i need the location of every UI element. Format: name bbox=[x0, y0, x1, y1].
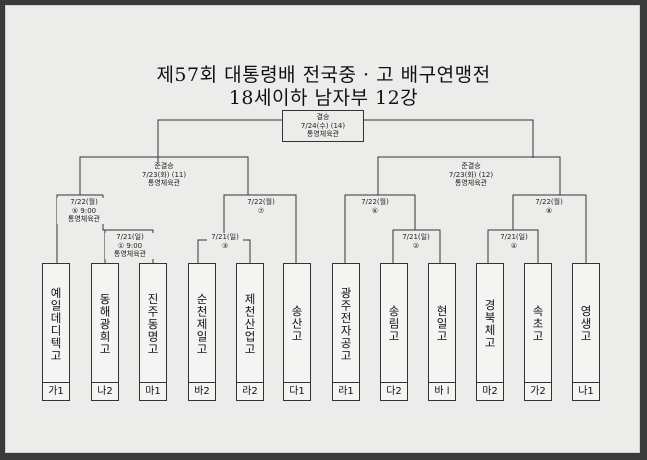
team-name: 진주동명고 bbox=[146, 292, 160, 356]
team-code: 라2 bbox=[237, 382, 263, 400]
team-box: 순천제일고 바2 bbox=[188, 263, 216, 401]
team-name: 예일데디텍고 bbox=[49, 286, 63, 362]
team-code: 나2 bbox=[92, 382, 118, 400]
team-name: 동해광희고 bbox=[98, 292, 112, 356]
team-code: 나1 bbox=[573, 382, 599, 400]
team-box: 송산고 다1 bbox=[283, 263, 311, 401]
match-label-semifinal-left: 준결승 7/23(화) (11) 통영체육관 bbox=[132, 162, 196, 188]
team-box: 영생고 나1 bbox=[572, 263, 600, 401]
team-code: 마2 bbox=[477, 382, 503, 400]
team-box: 제천산업고 라2 bbox=[236, 263, 264, 401]
match-label-r2: 7/21(일) ③ bbox=[207, 233, 243, 250]
team-code: 다1 bbox=[284, 382, 310, 400]
team-code: 가1 bbox=[43, 382, 69, 400]
team-code: 바 l bbox=[429, 382, 455, 400]
team-box: 현일고 바 l bbox=[428, 263, 456, 401]
team-name: 광주전자공고 bbox=[339, 286, 353, 362]
team-code: 바2 bbox=[189, 382, 215, 400]
team-name: 송림고 bbox=[387, 305, 401, 343]
team-box: 진주동명고 마1 bbox=[139, 263, 167, 401]
match-label-qf1: 7/22(월) ⑤ 9:00 통영체육관 bbox=[57, 198, 111, 224]
match-label-qf4: 7/22(월) ⑧ bbox=[530, 198, 568, 215]
team-box: 송림고 다2 bbox=[380, 263, 408, 401]
match-label-final: 결승 7/24(수) (14) 통영체육관 bbox=[282, 110, 364, 142]
match-label-r1: 7/21(일) ① 9:00 통영체육관 bbox=[105, 233, 155, 259]
team-name: 제천산업고 bbox=[243, 292, 257, 356]
match-label-qf3: 7/22(월) ⑥ bbox=[356, 198, 394, 215]
team-box: 동해광희고 나2 bbox=[91, 263, 119, 401]
team-name: 영생고 bbox=[579, 305, 593, 343]
team-box: 속초고 가2 bbox=[524, 263, 552, 401]
division-subtitle: 18세이하 남자부 12강 bbox=[228, 87, 419, 109]
match-label-semifinal-right: 준결승 7/23(화) (12) 통영체육관 bbox=[438, 162, 504, 188]
team-code: 마1 bbox=[140, 382, 166, 400]
team-name: 현일고 bbox=[435, 305, 449, 343]
match-label-qf2: 7/22(월) ⑦ bbox=[242, 198, 280, 215]
match-label-r3: 7/21(일) ② bbox=[398, 233, 434, 250]
team-code: 가2 bbox=[525, 382, 551, 400]
team-box: 경북체고 마2 bbox=[476, 263, 504, 401]
team-code: 다2 bbox=[381, 382, 407, 400]
team-box: 광주전자공고 라1 bbox=[332, 263, 360, 401]
team-box: 예일데디텍고 가1 bbox=[42, 263, 70, 401]
team-name: 송산고 bbox=[290, 305, 304, 343]
team-name: 순천제일고 bbox=[195, 292, 209, 356]
tournament-title: 제57회 대통령배 전국중 · 고 배구연맹전 bbox=[156, 64, 491, 86]
match-label-r4: 7/21(일) ④ bbox=[496, 233, 532, 250]
team-name: 속초고 bbox=[531, 305, 545, 343]
team-name: 경북체고 bbox=[483, 299, 497, 349]
team-code: 라1 bbox=[333, 382, 359, 400]
